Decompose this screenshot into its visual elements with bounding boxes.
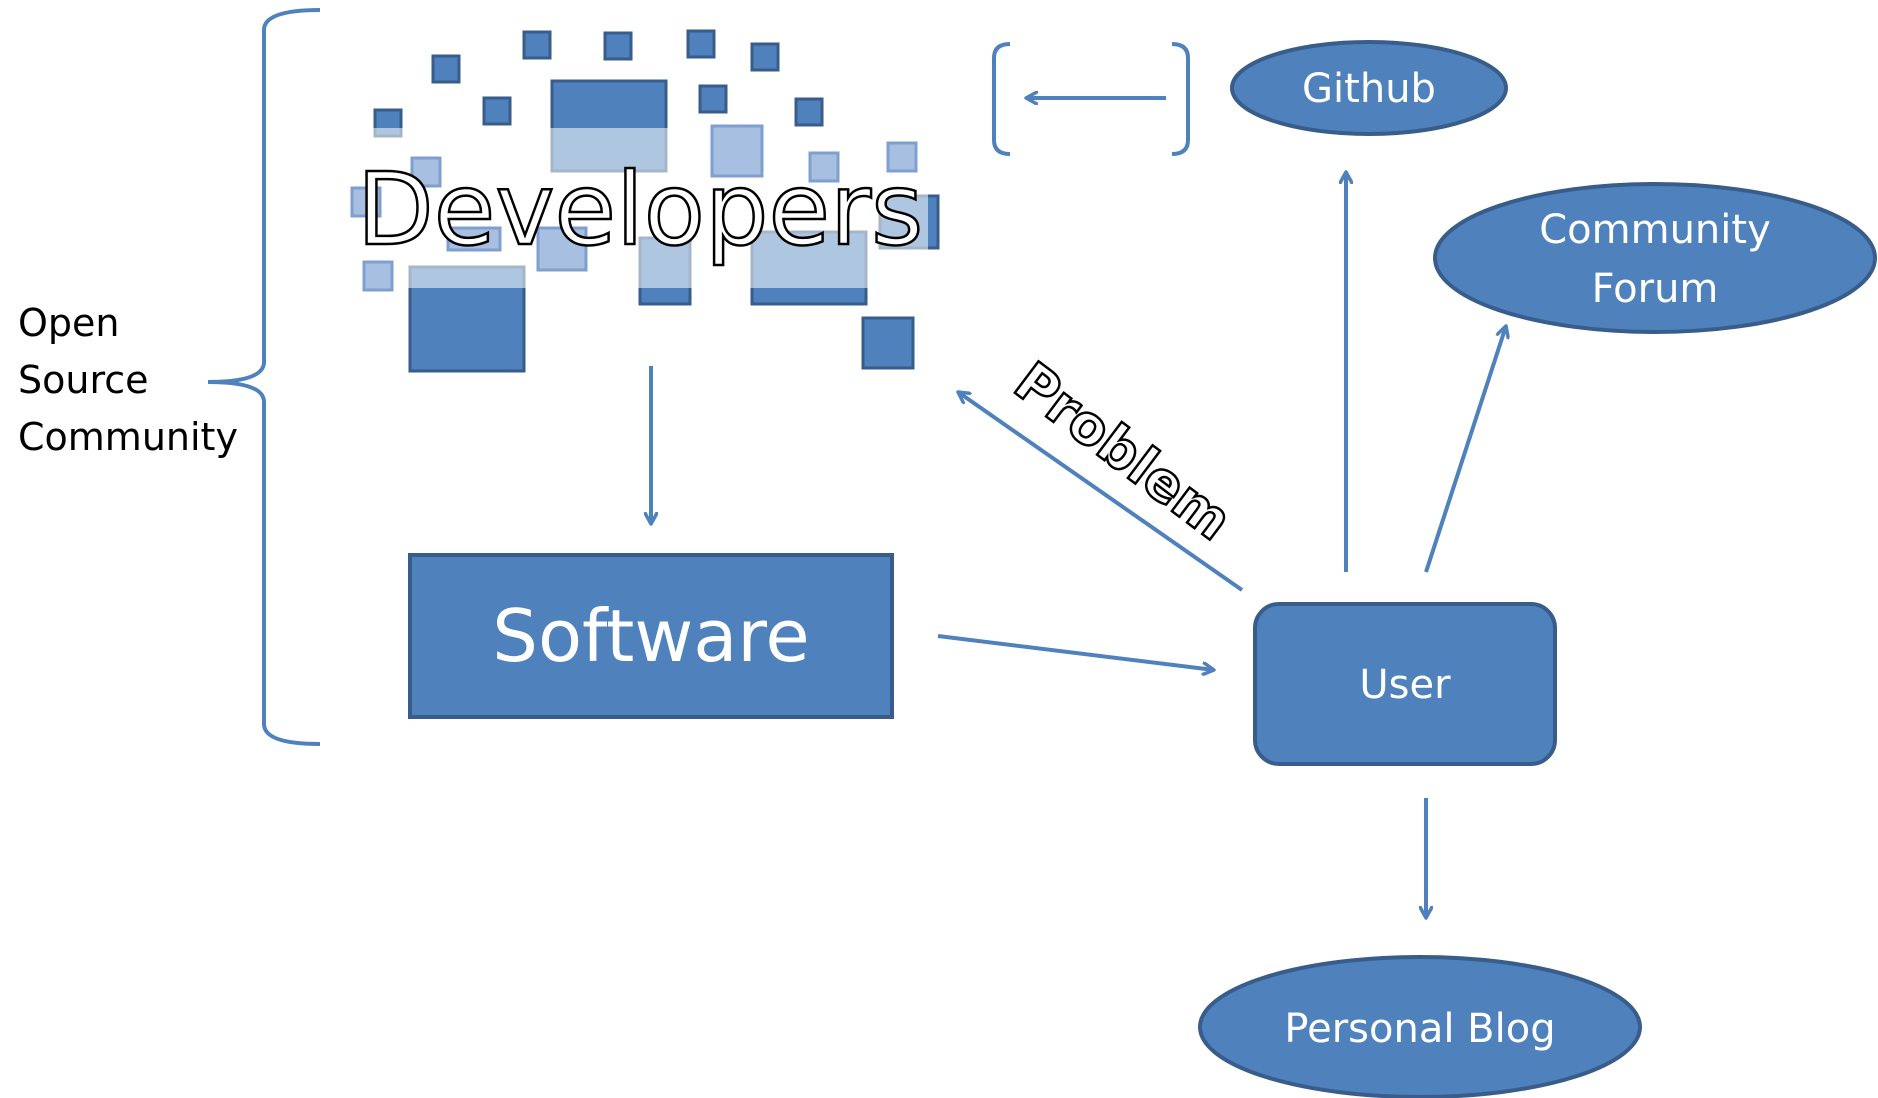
- community-forum-label-line-1: Community: [1539, 207, 1771, 253]
- software-node: Software: [408, 553, 894, 719]
- github-label: Github: [1302, 66, 1436, 112]
- community-forum-node: Community Forum: [1433, 182, 1877, 334]
- personal-blog-node: Personal Blog: [1198, 955, 1642, 1098]
- personal-blog-label: Personal Blog: [1284, 1006, 1555, 1052]
- group-label-line-2: Source: [18, 358, 149, 402]
- user-label: User: [1359, 662, 1451, 708]
- bracket-arrow-graphic: [992, 42, 1190, 156]
- developers-squares-graphic: [350, 29, 940, 373]
- open-source-community-label: Open Source Community: [18, 301, 238, 459]
- software-label: Software: [492, 594, 809, 678]
- group-label-line-3: Community: [18, 415, 238, 459]
- group-label-line-1: Open: [18, 301, 120, 345]
- arrow-problem-user-to-developers: [958, 392, 1244, 592]
- user-node: User: [1253, 602, 1557, 766]
- community-brace: [207, 8, 321, 746]
- arrow-user-to-community-forum: [1424, 326, 1506, 573]
- problem-label: Problem: [1003, 350, 1243, 553]
- github-node: Github: [1230, 40, 1508, 136]
- community-forum-label-line-2: Forum: [1592, 266, 1719, 312]
- developers-label: Developers: [357, 151, 923, 268]
- arrow-software-to-user: [937, 634, 1214, 670]
